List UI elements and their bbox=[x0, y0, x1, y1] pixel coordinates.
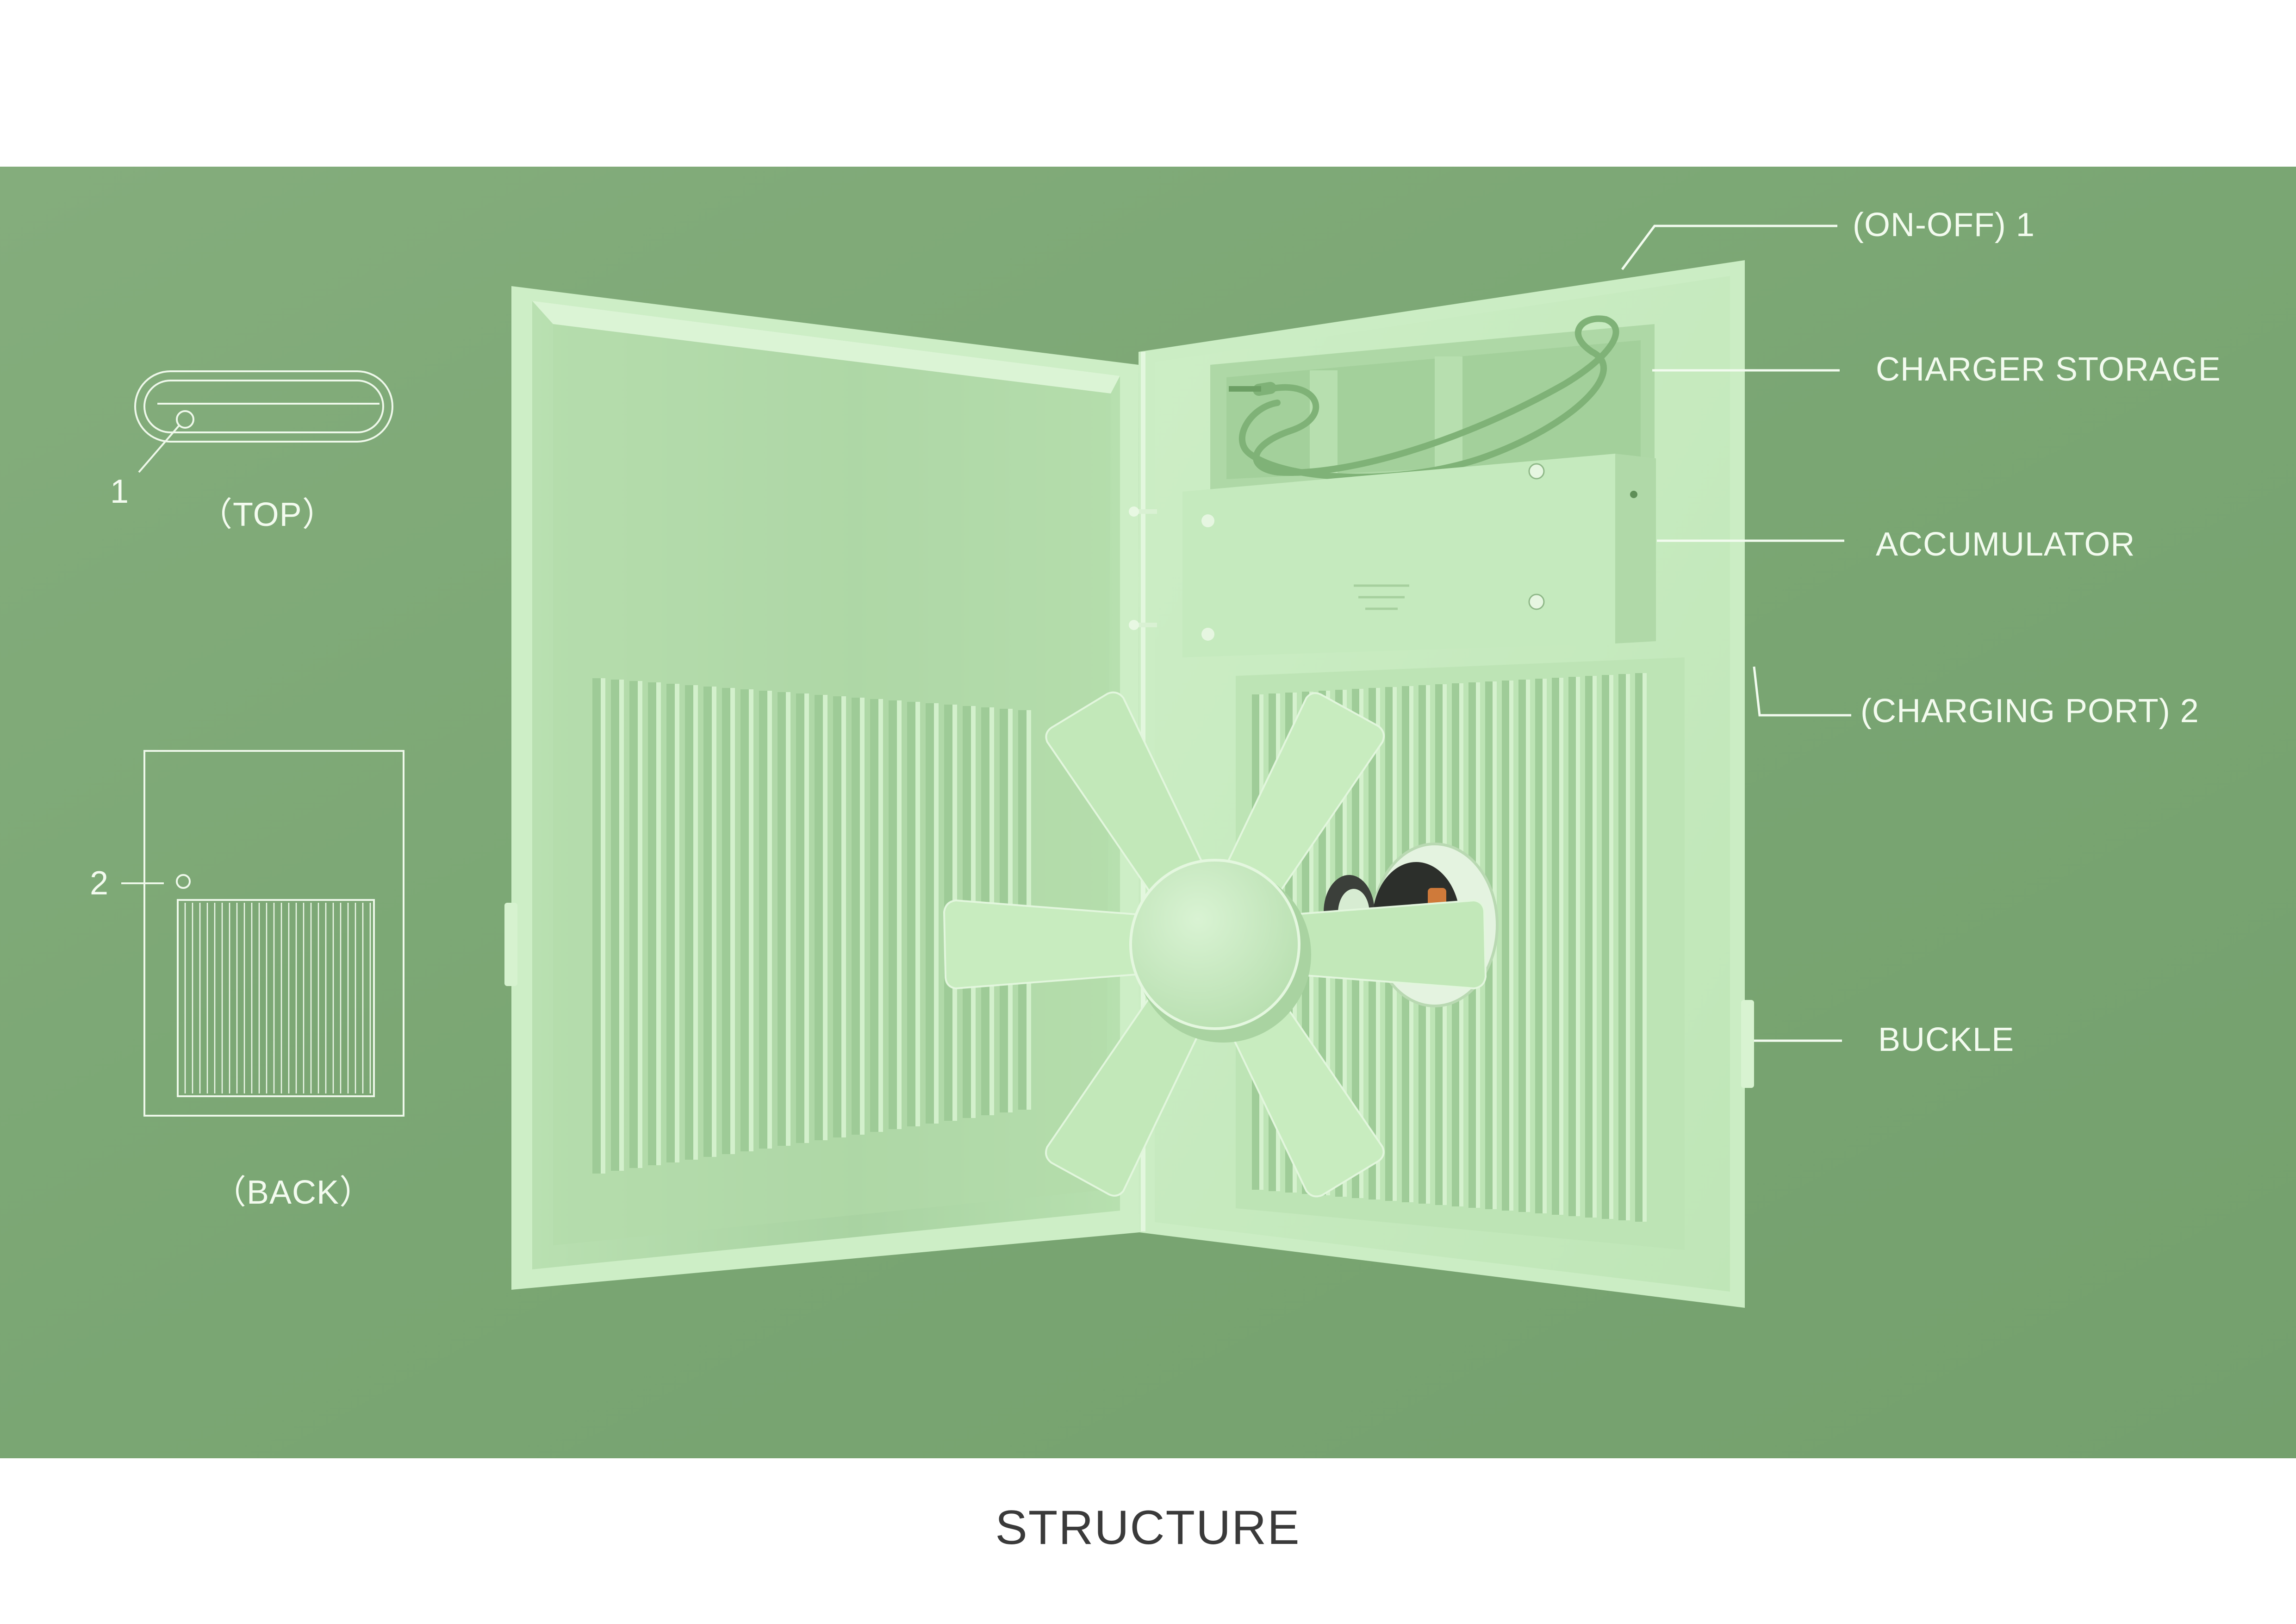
vent-slat-edge bbox=[656, 682, 661, 1165]
charger-cable bbox=[1229, 315, 1619, 481]
vent-slat-edge bbox=[619, 680, 624, 1171]
vent-slat-edge bbox=[767, 691, 772, 1149]
vent-slat bbox=[926, 703, 934, 1124]
vent-slat bbox=[648, 682, 656, 1165]
top-view-outline bbox=[134, 370, 393, 443]
buckle-label: BUCKLE bbox=[1878, 1021, 2014, 1058]
vent-slat bbox=[1602, 675, 1609, 1219]
vent-slat bbox=[815, 695, 823, 1140]
vent-slat-edge bbox=[915, 702, 920, 1126]
callout-lines bbox=[1621, 225, 1851, 1042]
charging-port-leader-line bbox=[1753, 666, 1851, 717]
vent-slat-edge bbox=[897, 700, 902, 1129]
vent-slat bbox=[740, 689, 749, 1151]
buckle bbox=[1741, 1000, 1754, 1088]
vent-slat-edge bbox=[1526, 680, 1530, 1212]
vent-slat-edge bbox=[1543, 679, 1547, 1213]
vent-slat bbox=[703, 687, 712, 1157]
vent-slat bbox=[722, 688, 730, 1154]
on-off-leader-line bbox=[1621, 225, 1837, 270]
on-off-label: (ON-OFF) 1 bbox=[1853, 206, 2035, 244]
back-view-label: （BACK） bbox=[213, 1174, 373, 1211]
vent-slat-edge bbox=[860, 698, 865, 1135]
vent-slat-edge bbox=[878, 699, 883, 1132]
vent-slat-edge bbox=[934, 703, 939, 1124]
vent-slat bbox=[592, 678, 601, 1174]
vent-slat-edge bbox=[1643, 673, 1647, 1222]
vent-slat-edge bbox=[823, 695, 828, 1140]
vent-slat-edge bbox=[1609, 675, 1613, 1219]
vent-slat-edge bbox=[786, 692, 790, 1146]
top-view-marker: 1 bbox=[110, 473, 129, 510]
fan-hub bbox=[1129, 859, 1300, 1030]
vent-slat bbox=[1535, 679, 1543, 1213]
vent-slat-edge bbox=[638, 681, 642, 1168]
vent-slat bbox=[1552, 678, 1559, 1215]
vent-slat-edge bbox=[601, 678, 605, 1174]
vent-slat bbox=[889, 700, 897, 1129]
back-view-outline bbox=[143, 750, 404, 1117]
vent-slat-edge bbox=[749, 689, 753, 1151]
left-door-top-lip bbox=[532, 301, 1120, 394]
vent-slat-edge bbox=[730, 688, 735, 1154]
callout-labels: (ON-OFF) 1 CHARGER STORAGE ACCUMULATOR (… bbox=[1853, 206, 2221, 1058]
vent-slat bbox=[1502, 681, 1509, 1211]
vent-slat bbox=[629, 681, 638, 1168]
charger-storage-label: CHARGER STORAGE bbox=[1876, 351, 2221, 388]
vent-slat bbox=[666, 684, 675, 1162]
vent-slat-edge bbox=[841, 696, 846, 1137]
vent-slat bbox=[778, 692, 786, 1146]
top-view-inner-outline bbox=[143, 380, 384, 433]
accumulator-plate bbox=[1182, 454, 1615, 657]
vent-slat bbox=[685, 685, 693, 1160]
accumulator-screws bbox=[1129, 463, 1637, 641]
vent-slat bbox=[870, 699, 878, 1132]
back-view-sketch: 2 （BACK） bbox=[90, 750, 404, 1211]
vent-slat-edge bbox=[712, 687, 716, 1157]
vent-slat bbox=[907, 702, 915, 1126]
vent-slat bbox=[852, 698, 860, 1135]
back-view-vent bbox=[177, 899, 375, 1097]
vent-slat bbox=[833, 696, 841, 1137]
vent-slat bbox=[796, 693, 804, 1143]
left-vent-slats bbox=[592, 678, 1031, 1174]
page-caption: STRUCTURE bbox=[995, 1501, 1300, 1555]
left-door-hinge-tab bbox=[504, 903, 517, 986]
vent-slat-edge bbox=[1593, 676, 1597, 1218]
vent-slat-edge bbox=[1626, 674, 1630, 1220]
vent-slat-edge bbox=[1576, 677, 1580, 1216]
vent-slat-edge bbox=[693, 685, 698, 1160]
vent-slat bbox=[1585, 676, 1593, 1218]
vent-slat bbox=[759, 691, 767, 1149]
vent-slat-edge bbox=[1509, 681, 1513, 1211]
opened-box bbox=[504, 260, 1754, 1308]
vent-slat bbox=[1635, 673, 1643, 1222]
charging-port-icon bbox=[176, 874, 191, 889]
accumulator-battery-icon bbox=[1354, 584, 1409, 610]
accumulator-label: ACCUMULATOR bbox=[1876, 526, 2135, 563]
vent-slat-edge bbox=[804, 693, 809, 1143]
vent-slat bbox=[1568, 677, 1576, 1216]
vent-slat bbox=[611, 680, 619, 1171]
top-view-sketch: 1 （TOP） bbox=[110, 370, 393, 533]
charging-port-label: (CHARGING PORT) 2 bbox=[1860, 693, 2199, 730]
vent-slat-edge bbox=[675, 684, 679, 1162]
vent-slat bbox=[1618, 674, 1626, 1220]
back-view-vent-slats bbox=[184, 903, 371, 1093]
top-view-label: （TOP） bbox=[199, 496, 336, 533]
back-view-marker: 2 bbox=[90, 865, 109, 902]
vent-slat-edge bbox=[1559, 678, 1563, 1215]
fan bbox=[943, 691, 1487, 1198]
vent-slat bbox=[1518, 680, 1526, 1212]
on-off-switch-icon bbox=[176, 410, 194, 429]
